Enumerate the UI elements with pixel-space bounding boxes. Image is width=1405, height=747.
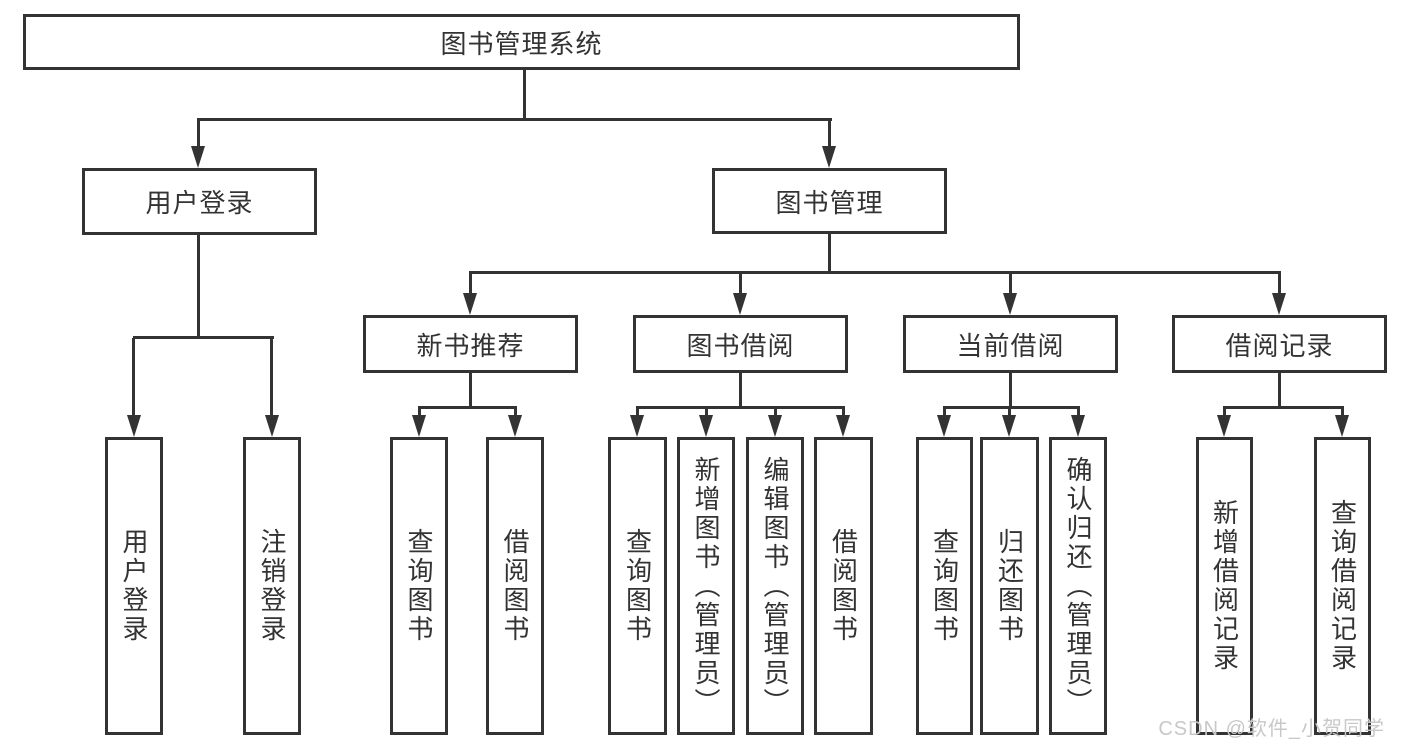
node-book-management: 图书管理 [712, 168, 947, 234]
node-library-system-label: 图书管理系统 [440, 28, 603, 59]
leaf-edit-book-admin-label: 编辑图书（管理员） [760, 455, 790, 717]
arrowhead-leaf-c3 [768, 415, 782, 437]
arrowhead-leaf-d3 [1071, 415, 1085, 437]
connector-to-new-book [469, 274, 472, 296]
leaf-query-books-1-label: 查询图书 [404, 528, 434, 644]
node-book-borrow: 图书借阅 [633, 315, 848, 373]
leaf-return-book: 归还图书 [980, 437, 1039, 735]
node-current-borrow-label: 当前借阅 [956, 330, 1065, 361]
connector-to-records [1278, 274, 1281, 296]
connector-user-login-split [133, 336, 274, 339]
connector-borrow-split [636, 406, 845, 409]
connector-new-book-trunk [469, 373, 472, 407]
leaf-query-borrow-record: 查询借阅记录 [1314, 437, 1371, 735]
connector-to-borrow [739, 274, 742, 296]
leaf-logout-label: 注销登录 [257, 528, 287, 644]
connector-level3-split [469, 271, 1281, 274]
node-current-borrow: 当前借阅 [903, 315, 1118, 373]
leaf-query-books-2-label: 查询图书 [622, 528, 653, 644]
leaf-user-login-label: 用户登录 [119, 528, 149, 644]
leaf-edit-book-admin: 编辑图书（管理员） [746, 437, 804, 735]
node-new-book-recommend: 新书推荐 [363, 315, 578, 373]
connector-leaf-c2 [705, 407, 708, 418]
connector-to-current [1009, 274, 1012, 296]
leaf-query-books-3-label: 查询图书 [929, 528, 960, 644]
arrowhead-leaf-b2 [508, 415, 522, 437]
leaf-confirm-return-admin: 确认归还（管理员） [1049, 437, 1107, 735]
leaf-query-books-3: 查询图书 [916, 437, 973, 735]
connector-root-trunk [523, 70, 526, 120]
leaf-borrow-books-2: 借阅图书 [814, 437, 873, 735]
connector-leaf-d1 [943, 407, 946, 418]
connector-leaf-b2 [514, 407, 517, 418]
connector-to-leaf-user-login [132, 338, 135, 418]
connector-current-split [943, 406, 1080, 409]
arrowhead-leaf-logout [265, 415, 279, 437]
arrowhead-records [1272, 293, 1286, 315]
arrowhead-leaf-e1 [1217, 415, 1231, 437]
node-book-management-label: 图书管理 [775, 187, 884, 218]
connector-user-login-trunk [197, 235, 200, 338]
connector-current-trunk [1009, 373, 1012, 407]
leaf-return-book-label: 归还图书 [994, 528, 1025, 644]
leaf-logout: 注销登录 [243, 437, 301, 735]
connector-leaf-d3 [1077, 407, 1080, 418]
arrowhead-leaf-c1 [630, 415, 644, 437]
connector-to-book-management [828, 120, 831, 150]
leaf-user-login: 用户登录 [105, 437, 163, 735]
leaf-borrow-books-1: 借阅图书 [486, 437, 544, 735]
connector-level2-split [197, 118, 832, 121]
connector-leaf-d2 [1008, 407, 1011, 418]
watermark: CSDN @软件_小贺同学 [1158, 718, 1385, 740]
node-user-login-label: 用户登录 [145, 188, 254, 218]
arrowhead-leaf-d2 [1002, 415, 1016, 437]
connector-leaf-c3 [774, 407, 777, 418]
node-new-book-recommend-label: 新书推荐 [416, 330, 525, 361]
leaf-query-books-1: 查询图书 [390, 437, 448, 735]
leaf-add-borrow-record-label: 新增借阅记录 [1209, 499, 1240, 673]
arrowhead-borrow [733, 293, 747, 315]
node-user-login: 用户登录 [82, 168, 317, 235]
leaf-borrow-books-2-label: 借阅图书 [828, 528, 859, 644]
leaf-add-borrow-record: 新增借阅记录 [1196, 437, 1253, 735]
arrowhead-book-management [822, 146, 836, 168]
arrowhead-new-book [463, 293, 477, 315]
leaf-borrow-books-1-label: 借阅图书 [500, 528, 530, 644]
leaf-query-books-2: 查询图书 [608, 437, 667, 735]
node-borrow-records: 借阅记录 [1172, 315, 1387, 373]
connector-leaf-e1 [1223, 407, 1226, 418]
arrowhead-leaf-b1 [412, 415, 426, 437]
arrowhead-leaf-user-login [127, 415, 141, 437]
leaf-query-borrow-record-label: 查询借阅记录 [1327, 499, 1358, 673]
node-borrow-records-label: 借阅记录 [1225, 330, 1334, 361]
arrowhead-leaf-c4 [836, 415, 850, 437]
arrowhead-leaf-e2 [1335, 415, 1349, 437]
connector-leaf-b1 [418, 407, 421, 418]
node-library-system: 图书管理系统 [23, 14, 1020, 70]
leaf-add-book-admin: 新增图书（管理员） [677, 437, 735, 735]
connector-leaf-c4 [842, 407, 845, 418]
connector-to-user-login [197, 120, 200, 150]
connector-leaf-c1 [636, 407, 639, 418]
arrowhead-leaf-c2 [699, 415, 713, 437]
connector-book-management-trunk [828, 233, 831, 274]
arrowhead-current [1003, 293, 1017, 315]
node-book-borrow-label: 图书借阅 [686, 330, 795, 361]
connector-records-trunk [1278, 373, 1281, 407]
connector-new-book-split [418, 406, 517, 409]
connector-to-leaf-logout [270, 338, 273, 418]
connector-leaf-e2 [1341, 407, 1344, 418]
leaf-add-book-admin-label: 新增图书（管理员） [691, 455, 721, 717]
arrowhead-user-login [191, 146, 205, 168]
connector-records-split [1223, 406, 1344, 409]
leaf-confirm-return-admin-label: 确认归还（管理员） [1063, 455, 1093, 717]
arrowhead-leaf-d1 [937, 415, 951, 437]
connector-borrow-trunk [739, 373, 742, 407]
